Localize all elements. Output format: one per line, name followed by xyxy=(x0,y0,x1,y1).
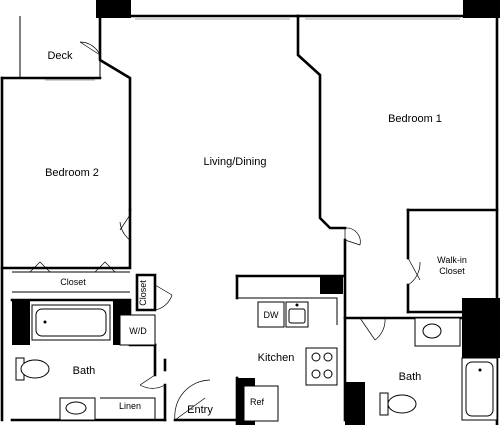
bedroom2-bottom-wall xyxy=(0,208,132,270)
stove-outline xyxy=(305,347,338,386)
fixtures xyxy=(15,301,498,422)
burner-1 xyxy=(311,352,321,362)
washer-dryer-box xyxy=(119,314,156,346)
kitchen-faucet xyxy=(295,303,299,307)
burner-3 xyxy=(311,369,321,379)
door-bedroom2 xyxy=(119,214,131,241)
label-entry: Entry xyxy=(187,404,213,416)
label-living-dining: Living/Dining xyxy=(204,156,267,168)
linen-shelf xyxy=(100,397,156,420)
walls xyxy=(0,14,499,425)
bath-left-right-wall xyxy=(153,343,167,422)
door-entry xyxy=(174,379,211,421)
kitchen-sink-basin xyxy=(288,308,306,324)
burner-2 xyxy=(323,352,333,362)
kitchen-counter-upper xyxy=(237,297,338,325)
column-right-lower xyxy=(462,298,500,358)
door-walkin xyxy=(407,257,421,286)
door-bath-left xyxy=(139,374,166,389)
label-bath-right: Bath xyxy=(399,371,422,383)
columns xyxy=(12,0,500,425)
bathtub-right-basin xyxy=(465,361,494,417)
closet-bedroom2-lines xyxy=(12,271,130,293)
label-kitchen: Kitchen xyxy=(258,352,295,364)
burner-4 xyxy=(323,369,333,379)
label-bath-left: Bath xyxy=(73,365,96,377)
room-labels: Deck Bedroom 2 Living/Dining Bedroom 1 W… xyxy=(45,50,467,416)
living-left-wall xyxy=(98,14,132,212)
door-closet-bedroom2 xyxy=(29,261,116,273)
door-hall-closet xyxy=(154,284,173,311)
bathtub-right-drain xyxy=(478,368,482,372)
door-deck xyxy=(79,41,101,56)
column-top-left xyxy=(96,0,131,18)
label-linen: Linen xyxy=(119,401,141,411)
label-closet-hall: Closet xyxy=(138,280,148,306)
door-bath-right xyxy=(359,317,386,341)
toilet-left-bowl xyxy=(20,359,50,379)
label-dishwasher: DW xyxy=(264,310,279,320)
label-walkin-line2: Closet xyxy=(439,266,465,276)
label-deck: Deck xyxy=(47,50,73,62)
bathtub-left-drain xyxy=(43,320,47,324)
column-top-right xyxy=(463,0,500,18)
sink-left-basin xyxy=(65,401,87,415)
label-closet-bedroom2: Closet xyxy=(60,277,86,287)
column-kitchen xyxy=(320,276,343,294)
column-bath-right xyxy=(345,382,365,425)
sink-right-basin xyxy=(422,323,442,339)
label-refrigerator: Ref xyxy=(250,397,265,407)
label-washer-dryer: W/D xyxy=(129,326,147,336)
toilet-right-tank xyxy=(379,392,389,416)
bathtub-left-basin xyxy=(35,308,107,337)
dishwasher-box xyxy=(257,301,285,328)
label-bedroom2: Bedroom 2 xyxy=(45,167,99,179)
door-bedroom1 xyxy=(344,227,361,246)
bedroom1-left-wall xyxy=(296,14,347,230)
label-bedroom1: Bedroom 1 xyxy=(388,113,442,125)
toilet-right-bowl xyxy=(387,394,417,414)
refrigerator-box xyxy=(243,385,279,422)
doors xyxy=(29,41,421,421)
column-bath-left xyxy=(12,300,30,345)
label-walkin-line1: Walk-in xyxy=(437,255,467,265)
